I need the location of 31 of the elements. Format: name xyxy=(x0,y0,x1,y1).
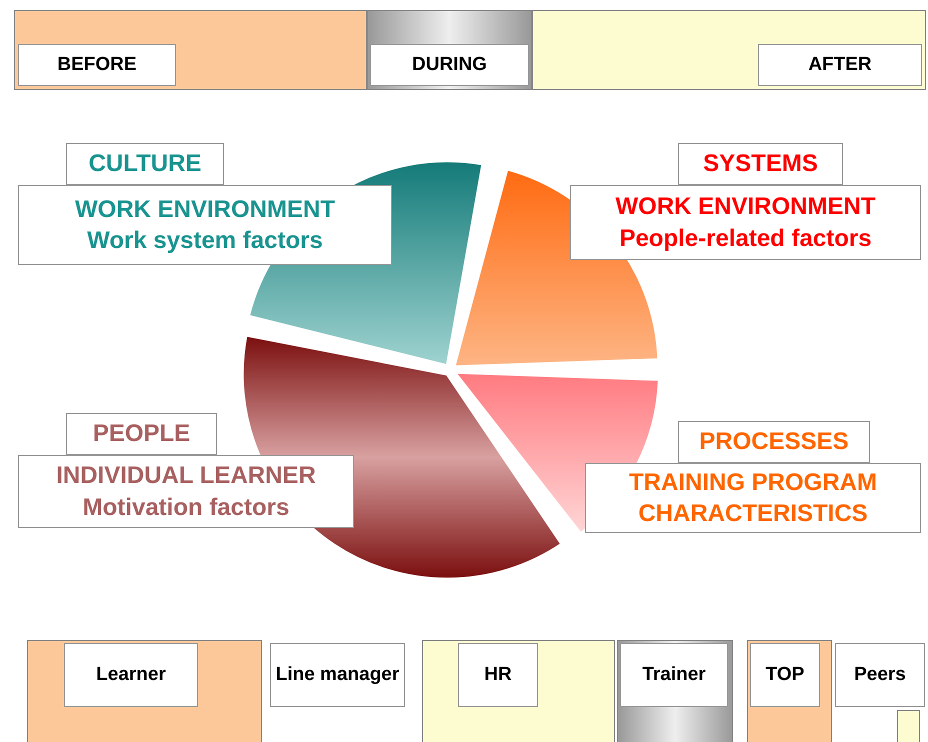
phase-band xyxy=(747,640,832,742)
label-box: HR xyxy=(458,643,538,707)
phase-band xyxy=(617,640,733,742)
label-box: CULTURE xyxy=(66,143,224,185)
label-box: BEFORE xyxy=(18,44,176,86)
phase-band xyxy=(14,10,367,90)
label-box: Line manager xyxy=(270,643,405,707)
label-text: WORK ENVIRONMENT xyxy=(75,194,335,225)
label-box xyxy=(18,455,354,528)
label-text: INDIVIDUAL LEARNER xyxy=(56,461,316,492)
label-text: WORK ENVIRONMENT xyxy=(616,192,876,222)
label-box xyxy=(18,185,392,265)
label-text: Motivation factors xyxy=(82,492,290,522)
label-box: Peers xyxy=(835,643,925,707)
label-box: DURING xyxy=(370,44,529,86)
label-box: Learner xyxy=(64,643,198,707)
label-box: PEOPLE xyxy=(66,413,217,455)
phase-band xyxy=(897,710,920,742)
label-box: TOP xyxy=(750,643,820,707)
phase-band xyxy=(422,640,615,742)
phase-band xyxy=(532,10,926,90)
phase-band xyxy=(367,10,532,90)
label-box: TRAINING PROGRAM CHARACTERISTICS xyxy=(585,463,921,533)
phase-band xyxy=(27,640,262,742)
label-text: Work system factors xyxy=(87,226,323,256)
label-box: AFTER xyxy=(758,44,922,86)
label-box: SYSTEMS xyxy=(678,143,843,185)
label-box: PROCESSES xyxy=(678,421,870,463)
label-text: People-related factors xyxy=(619,224,872,254)
label-box: Trainer xyxy=(620,643,728,707)
label-box xyxy=(570,185,921,260)
